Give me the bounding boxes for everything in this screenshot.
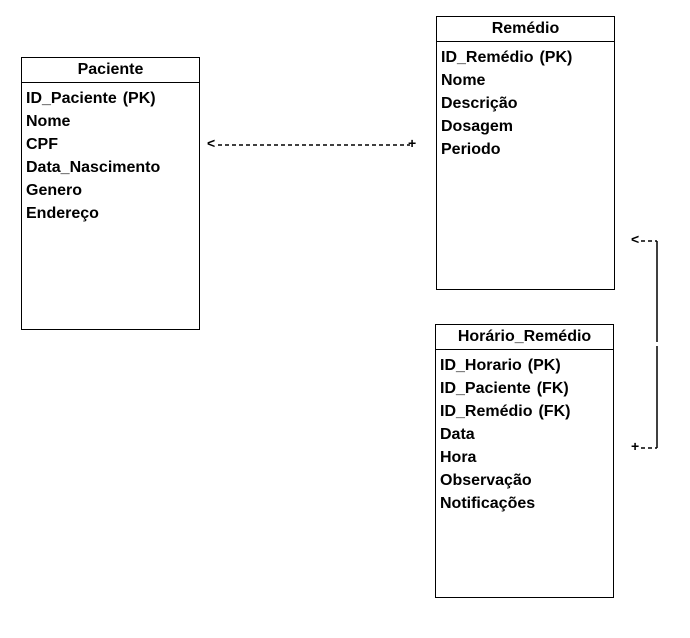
attribute-id-remedio: ID_Remédio(PK) xyxy=(441,49,573,66)
attribute-endereco: Endereço xyxy=(26,205,99,222)
attribute-periodo: Periodo xyxy=(441,141,501,158)
attribute-data: Data xyxy=(440,426,475,443)
arrow-head-left: < xyxy=(207,135,216,151)
attribute-nome: Nome xyxy=(441,72,486,89)
attribute-list: ID_Remédio(PK) Nome Descrição Dosagem Pe… xyxy=(437,42,614,161)
entity-remedio: Remédio ID_Remédio(PK) Nome Descrição Do… xyxy=(436,16,615,290)
entity-title: Remédio xyxy=(437,17,614,42)
entity-title: Paciente xyxy=(22,58,199,83)
attribute-list: ID_Paciente(PK) Nome CPF Data_Nascimento… xyxy=(22,83,199,225)
attribute-notificacoes: Notificações xyxy=(440,495,536,512)
entity-title: Horário_Remédio xyxy=(436,325,613,350)
attribute-observacao: Observação xyxy=(440,472,532,489)
plus-end-horario: + xyxy=(631,438,640,454)
entity-horario-remedio: Horário_Remédio ID_Horario(PK) ID_Pacien… xyxy=(435,324,614,598)
attribute-nome: Nome xyxy=(26,113,71,130)
attribute-dosagem: Dosagem xyxy=(441,118,514,135)
attribute-list: ID_Horario(PK) ID_Paciente(FK) ID_Remédi… xyxy=(436,350,613,515)
attribute-genero: Genero xyxy=(26,182,83,199)
plus-end-right: + xyxy=(408,135,417,151)
attribute-id-remedio: ID_Remédio(FK) xyxy=(440,403,571,420)
attribute-id-paciente: ID_Paciente(PK) xyxy=(26,90,156,107)
attribute-hora: Hora xyxy=(440,449,477,466)
attribute-id-horario: ID_Horario(PK) xyxy=(440,357,561,374)
attribute-id-paciente: ID_Paciente(FK) xyxy=(440,380,569,397)
attribute-data-nascimento: Data_Nascimento xyxy=(26,159,161,176)
attribute-cpf: CPF xyxy=(26,136,58,153)
arrow-head-remedio: < xyxy=(631,231,640,247)
attribute-descricao: Descrição xyxy=(441,95,518,112)
entity-paciente: Paciente ID_Paciente(PK) Nome CPF Data_N… xyxy=(21,57,200,330)
